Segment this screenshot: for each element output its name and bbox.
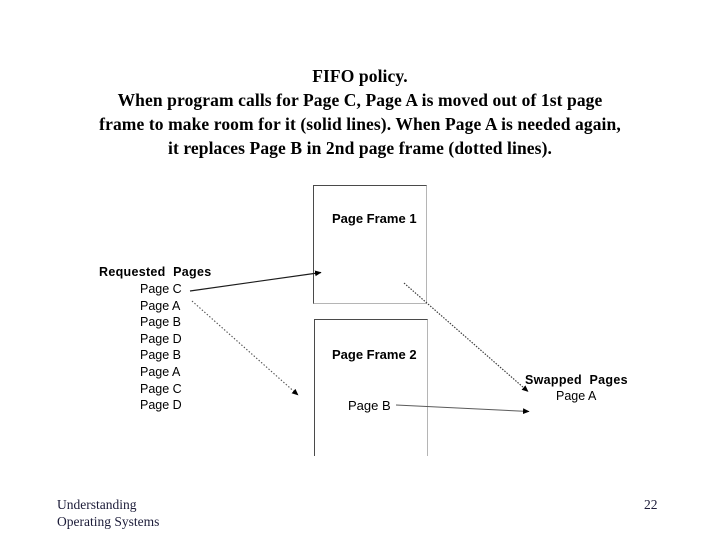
list-item: Page C <box>140 381 182 396</box>
swapped-pages-heading: Swapped Pages <box>525 373 628 387</box>
list-item: Page C <box>140 282 182 296</box>
list-item: Page B <box>140 315 182 330</box>
page-frame-1-label: Page Frame 1 <box>332 211 417 226</box>
title-line-3: frame to make room for it (solid lines).… <box>99 114 621 134</box>
swapped-pages-list: Swapped Pages Page A <box>525 373 628 404</box>
list-item: Page A <box>140 298 181 313</box>
title-line-1: FIFO policy. <box>312 66 408 86</box>
footer-source-line-2: Operating Systems <box>57 514 160 529</box>
title-line-4: it replaces Page B in 2nd page frame (do… <box>167 138 552 158</box>
page-frame-1-box: Page Frame 1 <box>313 185 427 304</box>
requested-pages-list: Requested Pages Page C Page A Page B Pag… <box>99 264 211 414</box>
page-title: FIFO policy. When program calls for Page… <box>50 64 670 160</box>
requested-pages-items: Page C Page A Page B Page D Page B Page … <box>99 281 211 414</box>
footer-source-line-1: Understanding <box>57 497 137 512</box>
list-item: Page B <box>140 348 182 363</box>
list-item: Page A <box>556 389 597 403</box>
page-frame-2-content: Page B <box>348 398 391 413</box>
requested-pages-heading: Requested Pages <box>99 265 212 279</box>
page-number: 22 <box>644 497 658 512</box>
list-item: Page D <box>140 398 182 413</box>
title-line-2: When program calls for Page C, Page A is… <box>117 90 603 110</box>
page-frame-2-label: Page Frame 2 <box>332 347 417 362</box>
list-item: Page A <box>140 364 181 379</box>
list-item: Page D <box>140 331 182 346</box>
page-frame-2-box: Page Frame 2 Page B <box>314 319 428 456</box>
footer-source: Understanding Operating Systems <box>57 496 159 530</box>
